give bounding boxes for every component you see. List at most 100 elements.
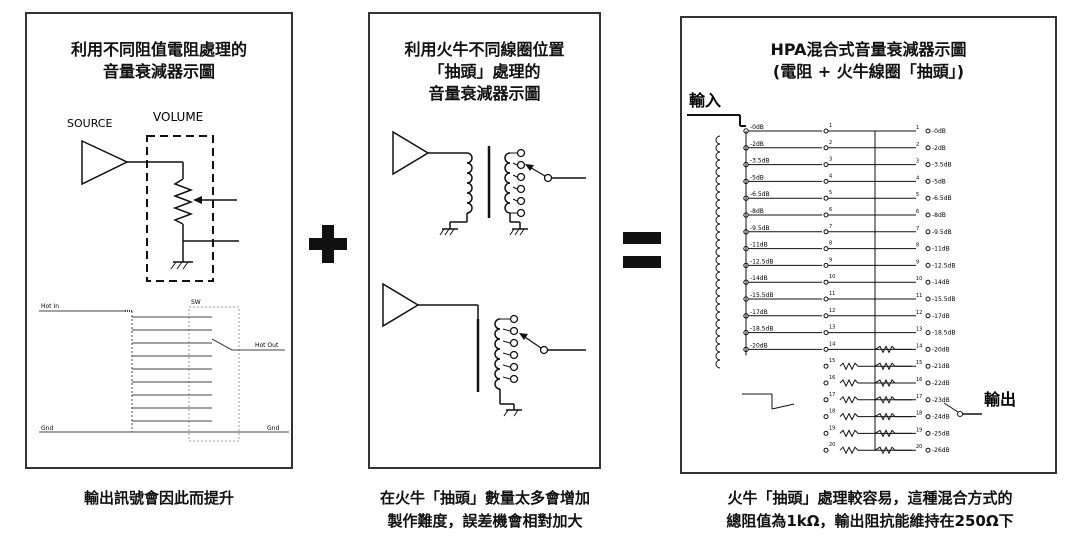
output-position-label: -3.5dB [932, 162, 952, 169]
contact-number-label: 11 [829, 291, 835, 297]
output-contact [925, 296, 931, 302]
contact-number-label: 20 [829, 442, 835, 448]
output-position-label: -2dB [932, 145, 946, 152]
panel1-title-line1: 利用不同阻值電阻處理的 [70, 40, 247, 59]
switch-contact [823, 178, 829, 184]
source-amp-icon [81, 139, 129, 186]
output-contact [925, 380, 931, 386]
switch-contact [823, 363, 829, 369]
contact-number-label: 2 [829, 140, 832, 146]
resistor-icon [839, 412, 875, 421]
output-contact [925, 363, 931, 369]
switch-contact [823, 229, 829, 235]
output-contact [925, 229, 931, 235]
output-contact [925, 414, 931, 420]
contact-number-label: 16 [829, 375, 835, 381]
left-tap-label: -11dB [750, 242, 768, 249]
left-tap-label: -18.5dB [750, 326, 773, 333]
contact-number-label: 4 [829, 173, 832, 179]
switch-contact [823, 279, 829, 285]
output-position-label: -25dB [932, 430, 950, 437]
switch-contact [823, 346, 829, 352]
output-position-label: -18.5dB [932, 330, 955, 337]
ground-icon [170, 261, 193, 270]
position-number-label: 7 [916, 226, 919, 232]
switch-contact [823, 414, 829, 420]
output-contact [925, 397, 931, 403]
panel2-title-line3: 音量衰減器示圖 [428, 84, 541, 103]
left-tap-label: -14dB [750, 275, 768, 282]
transformer-schematic [382, 130, 586, 417]
hot-in-label: Hot In [41, 303, 59, 310]
contact-number-label: 19 [829, 425, 835, 431]
position-number-label: 12 [916, 310, 922, 316]
switch-contact [823, 296, 829, 302]
switch-contact [823, 430, 829, 436]
left-tap-label: -15.5dB [750, 292, 773, 299]
left-tap-label: -20dB [750, 342, 768, 349]
contact-number-label: 9 [829, 257, 832, 263]
output-position-label: -14dB [932, 279, 950, 286]
contact-number-label: 17 [829, 392, 835, 398]
output-position-label: -23dB [932, 397, 950, 404]
output-label: 輸出 [984, 390, 1016, 409]
position-number-label: 15 [916, 360, 922, 366]
contact-number-label: 13 [829, 325, 835, 331]
lower-wiper-point [539, 345, 549, 355]
output-contact [925, 262, 931, 268]
panel2-title-line2: 「抽頭」處理的 [428, 62, 541, 81]
contact-number-label: 3 [829, 157, 832, 163]
position-number-label: 2 [916, 142, 919, 148]
position-number-label: 5 [916, 192, 919, 198]
switch-contact [823, 380, 829, 386]
volume-label: VOLUME [153, 110, 203, 124]
output-contact [925, 128, 931, 134]
resistor-icon [839, 429, 875, 438]
switch-contact [823, 397, 829, 403]
output-position-label: -5dB [932, 178, 946, 185]
switch-contact [823, 246, 829, 252]
position-number-label: 8 [916, 243, 919, 249]
output-position-label: -26dB [932, 447, 950, 454]
position-number-label: 18 [916, 411, 922, 417]
left-tap-label: -8dB [750, 208, 764, 215]
upper-amp-icon [392, 130, 430, 176]
contact-number-label: 15 [829, 358, 835, 364]
output-position-label: -20dB [932, 346, 950, 353]
hybrid-transformer-coil [715, 135, 721, 369]
position-number-label: 9 [916, 259, 919, 265]
position-number-label: 16 [916, 377, 922, 383]
output-position-label: -21dB [932, 363, 950, 370]
hybrid-attenuator-panel: HPA混合式音量衰減器示圖 (電阻 + 火牛線圈「抽頭」) 輸入 輸出 -0dB… [680, 16, 1057, 474]
resistor-icon [839, 446, 875, 455]
panel2-title-line1: 利用火牛不同線圈位置 [404, 40, 565, 59]
upper-primary-coil [466, 152, 473, 214]
sw-box [188, 306, 240, 442]
output-contact [925, 313, 931, 319]
lower-amp-icon [382, 282, 420, 328]
output-contact [925, 346, 931, 352]
upper-wiper-arrow-icon [525, 164, 534, 171]
output-contact [925, 330, 931, 336]
potentiometer-icon [172, 178, 194, 225]
lower-ground-icon [503, 409, 522, 417]
left-tap-label: -0dB [750, 124, 764, 131]
position-number-label: 17 [916, 394, 922, 400]
switch-contact [823, 330, 829, 336]
switch-taps [132, 316, 212, 422]
output-position-label: -0dB [932, 128, 946, 135]
resistor-icon [839, 395, 875, 404]
panel3-caption-line1: 火牛「抽頭」處理較容易，這種混合方式的 [727, 489, 1013, 507]
switch-contact [823, 145, 829, 151]
left-tap-label: -2dB [750, 141, 764, 148]
output-contact [925, 195, 931, 201]
output-contact [925, 212, 931, 218]
switch-contact [823, 313, 829, 319]
switch-contact [823, 128, 829, 134]
contact-number-label: 1 [829, 123, 832, 129]
switch-contact [823, 162, 829, 168]
output-contact [925, 145, 931, 151]
contact-number-label: 6 [829, 207, 832, 213]
position-number-label: 19 [916, 427, 922, 433]
wiper-arrow-icon [193, 196, 202, 204]
